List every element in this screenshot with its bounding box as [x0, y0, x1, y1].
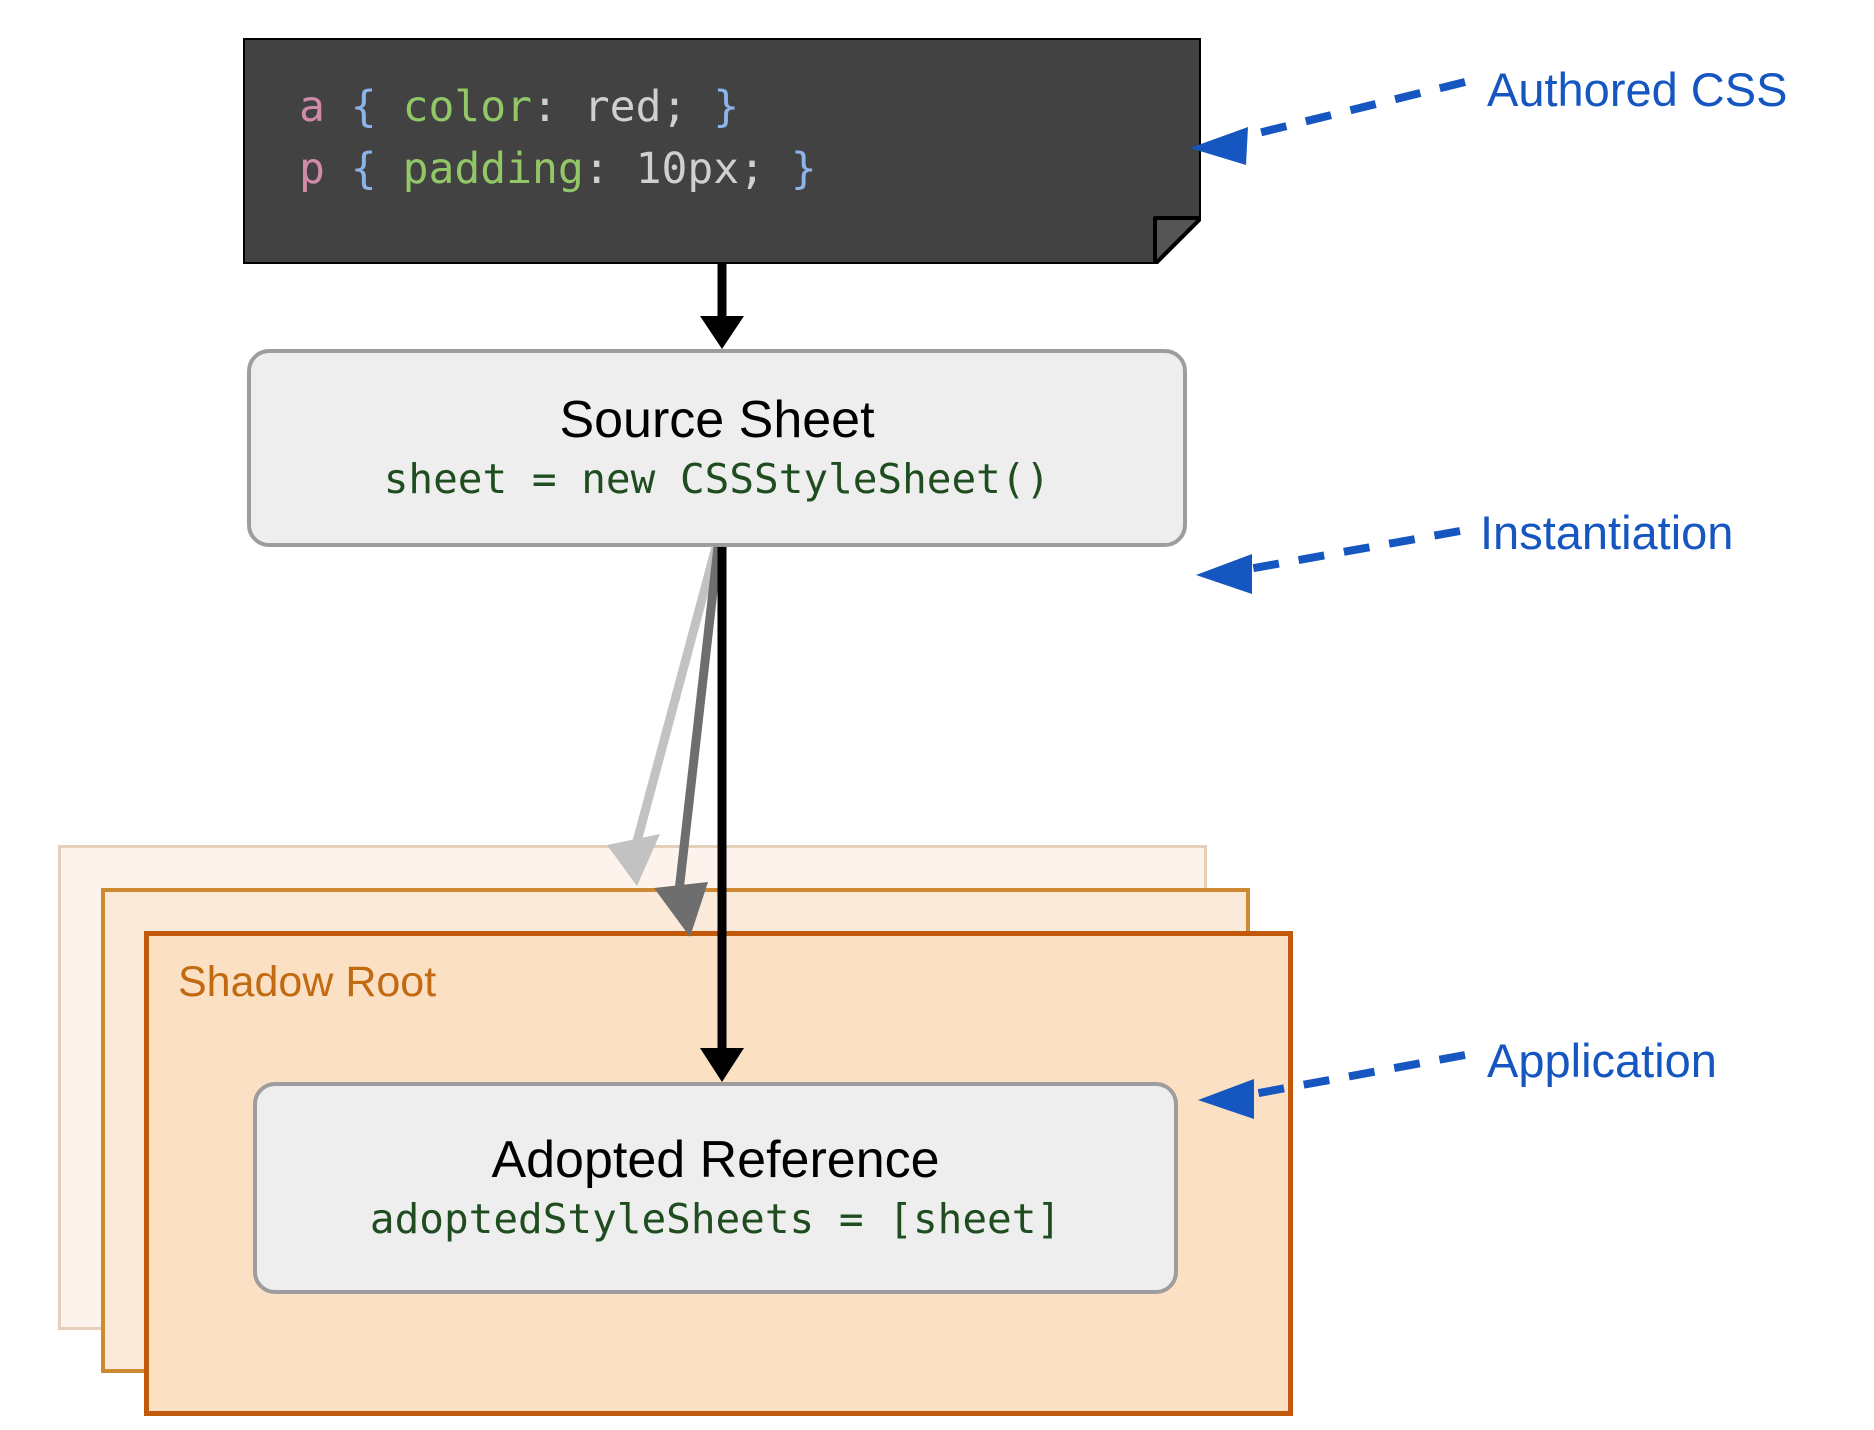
space-5	[377, 144, 403, 194]
css-close-brace-1: }	[713, 82, 740, 132]
authored-css-code: a { color: red; } p { padding: 10px; }	[299, 76, 817, 200]
annotation-label-instantiation: Instantiation	[1480, 506, 1734, 559]
node-source-sheet: Source Sheet sheet = new CSSStyleSheet()	[247, 349, 1187, 547]
authored-css-card: a { color: red; } p { padding: 10px; }	[243, 38, 1201, 264]
space-3	[687, 82, 713, 132]
edge-authored-to-source	[700, 264, 744, 349]
css-colon-2: :	[583, 144, 636, 194]
shadow-root-label: Shadow Root	[178, 958, 437, 1006]
adopted-reference-title: Adopted Reference	[491, 1131, 940, 1190]
callout-authored-css	[1190, 78, 1466, 165]
annotation-label-application: Application	[1487, 1034, 1717, 1087]
space-1	[325, 82, 351, 132]
css-selector-p: p	[299, 144, 325, 194]
css-colon-1: :	[532, 82, 584, 132]
code-card-shape	[243, 38, 1201, 264]
callout-instantiation	[1196, 527, 1461, 594]
space-2	[377, 82, 403, 132]
source-sheet-title: Source Sheet	[559, 391, 875, 450]
space-6	[765, 144, 791, 194]
css-property-padding: padding	[402, 144, 584, 194]
css-selector-a: a	[299, 82, 325, 132]
node-adopted-reference: Adopted Reference adoptedStyleSheets = […	[253, 1082, 1178, 1294]
css-open-brace-2: {	[350, 144, 377, 194]
annotation-label-authored-css: Authored CSS	[1487, 63, 1788, 116]
css-open-brace-1: {	[350, 82, 377, 132]
edge-source-to-shadow-back	[607, 545, 721, 886]
css-value-10px: 10px;	[635, 144, 766, 194]
css-property-color: color	[402, 82, 533, 132]
css-close-brace-2: }	[790, 144, 817, 194]
adopted-reference-code: adoptedStyleSheets = [sheet]	[369, 1194, 1062, 1243]
space-4	[325, 144, 351, 194]
source-sheet-code: sheet = new CSSStyleSheet()	[383, 454, 1051, 503]
css-value-red: red;	[583, 82, 688, 132]
